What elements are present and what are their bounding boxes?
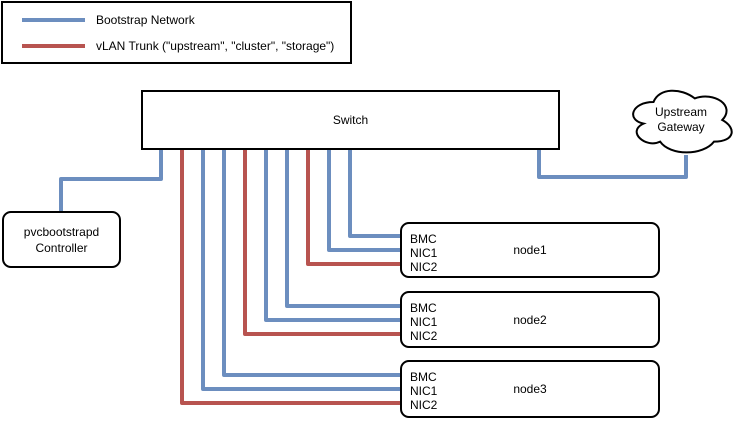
- edge-switch-controller: [59, 150, 163, 212]
- gateway-label: Upstream Gateway: [624, 82, 738, 158]
- edge-switch-node3-nic1: [201, 150, 401, 391]
- node1-title: node1: [513, 243, 547, 257]
- switch-label: Switch: [332, 113, 369, 127]
- edge-switch-node3-bmc: [222, 150, 401, 377]
- node3-port-nic1: NIC1: [410, 384, 438, 398]
- node3-port-bmc: BMC: [410, 370, 437, 384]
- controller-label-line2: Controller: [35, 240, 88, 255]
- edge-switch-node3-nic2: [180, 150, 401, 405]
- edge-switch-node2-nic1: [264, 150, 401, 322]
- edge-switch-gateway: [537, 150, 688, 179]
- legend-item-bootstrap: Bootstrap Network: [22, 7, 350, 33]
- vlan-line-swatch: [22, 44, 85, 48]
- bootstrap-line-swatch: [22, 18, 85, 22]
- controller-box: pvcbootstrapd Controller: [2, 211, 121, 268]
- switch-box: Switch: [141, 90, 560, 150]
- node2-box: BMC NIC1 NIC2 node2: [400, 291, 660, 348]
- node3-box: BMC NIC1 NIC2 node3: [400, 360, 660, 418]
- legend-label-bootstrap: Bootstrap Network: [96, 13, 195, 27]
- node1-port-nic1: NIC1: [410, 246, 438, 260]
- node3-port-nic2: NIC2: [410, 398, 438, 412]
- node2-port-nic1: NIC1: [410, 315, 438, 329]
- controller-label-line1: pvcbootstrapd: [23, 224, 100, 239]
- node2-title: node2: [513, 312, 547, 327]
- edge-switch-node1-nic2: [306, 150, 401, 266]
- node2-port-bmc: BMC: [410, 301, 437, 315]
- node3-ports: BMC NIC1 NIC2: [410, 370, 437, 412]
- node1-ports: BMC NIC1 NIC2: [410, 232, 437, 274]
- edge-switch-node1-nic1: [327, 150, 401, 252]
- edge-switch-node2-bmc: [285, 150, 401, 308]
- node1-box: BMC NIC1 NIC2 node1: [400, 222, 660, 278]
- edge-switch-node1-bmc: [348, 150, 401, 238]
- legend-item-vlan: vLAN Trunk ("upstream", "cluster", "stor…: [22, 33, 350, 59]
- node1-port-nic2: NIC2: [410, 260, 438, 274]
- node2-port-nic2: NIC2: [410, 329, 438, 343]
- node3-title: node3: [513, 382, 547, 396]
- upstream-gateway-cloud: Upstream Gateway: [624, 82, 738, 158]
- node1-port-bmc: BMC: [410, 232, 437, 246]
- cloud-icon: [632, 89, 733, 154]
- legend: Bootstrap Network vLAN Trunk ("upstream"…: [1, 1, 352, 64]
- legend-label-vlan: vLAN Trunk ("upstream", "cluster", "stor…: [96, 39, 335, 53]
- edge-switch-node2-nic2: [243, 150, 401, 336]
- gateway-label-line1: Upstream: [654, 105, 707, 119]
- gateway-label-line2: Gateway: [657, 120, 705, 134]
- node2-ports: BMC NIC1 NIC2: [410, 301, 437, 343]
